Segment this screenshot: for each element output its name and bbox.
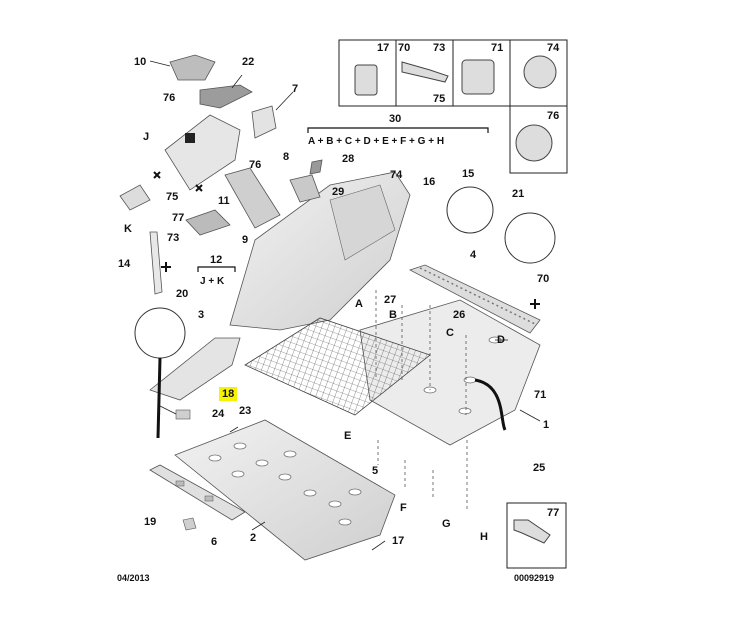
detail-circle-15: [446, 186, 494, 234]
callout-D: D: [497, 334, 505, 346]
tie-down-14: [149, 231, 163, 295]
trim-18: [149, 337, 241, 401]
callout-76: 76: [163, 92, 176, 104]
hook-K: [119, 184, 151, 211]
box-label-76: 76: [547, 110, 560, 122]
clip-19: [182, 517, 197, 531]
callout-29: 29: [332, 186, 345, 198]
callout-7: 7: [292, 83, 299, 95]
group-12-label: 12: [210, 254, 223, 266]
callout-28: 28: [342, 153, 355, 165]
side-trim-panel-3: [229, 171, 411, 331]
callout-G: G: [442, 518, 451, 530]
callout-16: 16: [423, 176, 436, 188]
bolt-icon: [513, 519, 551, 544]
box-label-73: 73: [433, 42, 446, 54]
callout-C: C: [446, 327, 454, 339]
hex-nut-icon: [515, 124, 553, 162]
callout-27: 27: [384, 294, 397, 306]
callout-19: 19: [144, 516, 157, 528]
box-label-71: 71: [491, 42, 504, 54]
callout-26: 26: [453, 309, 466, 321]
floor-panel-2: [174, 419, 396, 561]
group-30-label: 30: [389, 113, 402, 125]
d-ring-icon: [354, 64, 378, 96]
callout-15: 15: [462, 168, 475, 180]
sill-trim-4: [408, 264, 541, 334]
callout-1: 1: [543, 419, 550, 431]
screw-icon: [401, 61, 449, 83]
callout-8: 8: [283, 151, 290, 163]
callout-75: 75: [166, 191, 179, 203]
group-30-formula: A + B + C + D + E + F + G + H: [308, 136, 445, 147]
callout-3: 3: [198, 309, 205, 321]
callout-K: K: [124, 223, 132, 235]
callout-11: 11: [218, 195, 230, 207]
callout-70: 70: [537, 273, 550, 285]
callout-H: H: [480, 531, 488, 543]
box-label-17: 17: [377, 42, 390, 54]
callout-A: A: [355, 298, 363, 310]
callout-18-highlight: 18: [219, 387, 238, 401]
bracket-29: [289, 174, 321, 203]
callout-21: 21: [512, 188, 525, 200]
group-12-formula: J + K: [200, 276, 225, 287]
detail-circle-20: [134, 307, 186, 359]
pad-9: [185, 209, 231, 236]
trim-strip-6: [149, 464, 246, 521]
box-label-74: 74: [547, 42, 560, 54]
callout-25: 25: [533, 462, 546, 474]
load-floor-1: [359, 299, 541, 446]
lid-10: [169, 54, 216, 81]
callout-77b: 77: [547, 507, 560, 519]
push-rivet-icon: [523, 55, 557, 89]
callout-76b: 76: [249, 159, 262, 171]
callout-77: 77: [172, 212, 185, 224]
panel-22: [199, 84, 253, 109]
callout-9: 9: [242, 234, 249, 246]
callout-74: 74: [390, 169, 403, 181]
footer-date: 04/2013: [117, 573, 150, 583]
bracket-7: [251, 105, 277, 139]
box-label-70: 70: [398, 42, 411, 54]
callout-24: 24: [212, 408, 225, 420]
detail-circle-21: [504, 212, 556, 264]
callout-J: J: [143, 131, 150, 143]
callout-6: 6: [211, 536, 218, 548]
callout-10: 10: [134, 56, 147, 68]
clip-nut-icon: [461, 59, 495, 95]
callout-F: F: [400, 502, 407, 514]
cross-marker: [153, 171, 540, 309]
box-label-75: 75: [433, 93, 446, 105]
clip-28: [309, 159, 323, 175]
callout-20: 20: [176, 288, 189, 300]
storage-box-11: [164, 114, 241, 191]
footer-reference: 00092919: [514, 573, 555, 583]
panel-8: [224, 167, 281, 229]
callout-14: 14: [118, 258, 131, 270]
callout-17: 17: [392, 535, 405, 547]
callout-5: 5: [372, 465, 379, 477]
callout-4: 4: [470, 249, 477, 261]
callout-71: 71: [534, 389, 547, 401]
callout-B: B: [389, 309, 397, 321]
callout-E: E: [344, 430, 352, 442]
callout-22: 22: [242, 56, 255, 68]
callout-23: 23: [239, 405, 252, 417]
callout-18: 18: [219, 387, 238, 401]
callout-2: 2: [250, 532, 257, 544]
callout-73: 73: [167, 232, 180, 244]
clip-24: [175, 409, 191, 420]
